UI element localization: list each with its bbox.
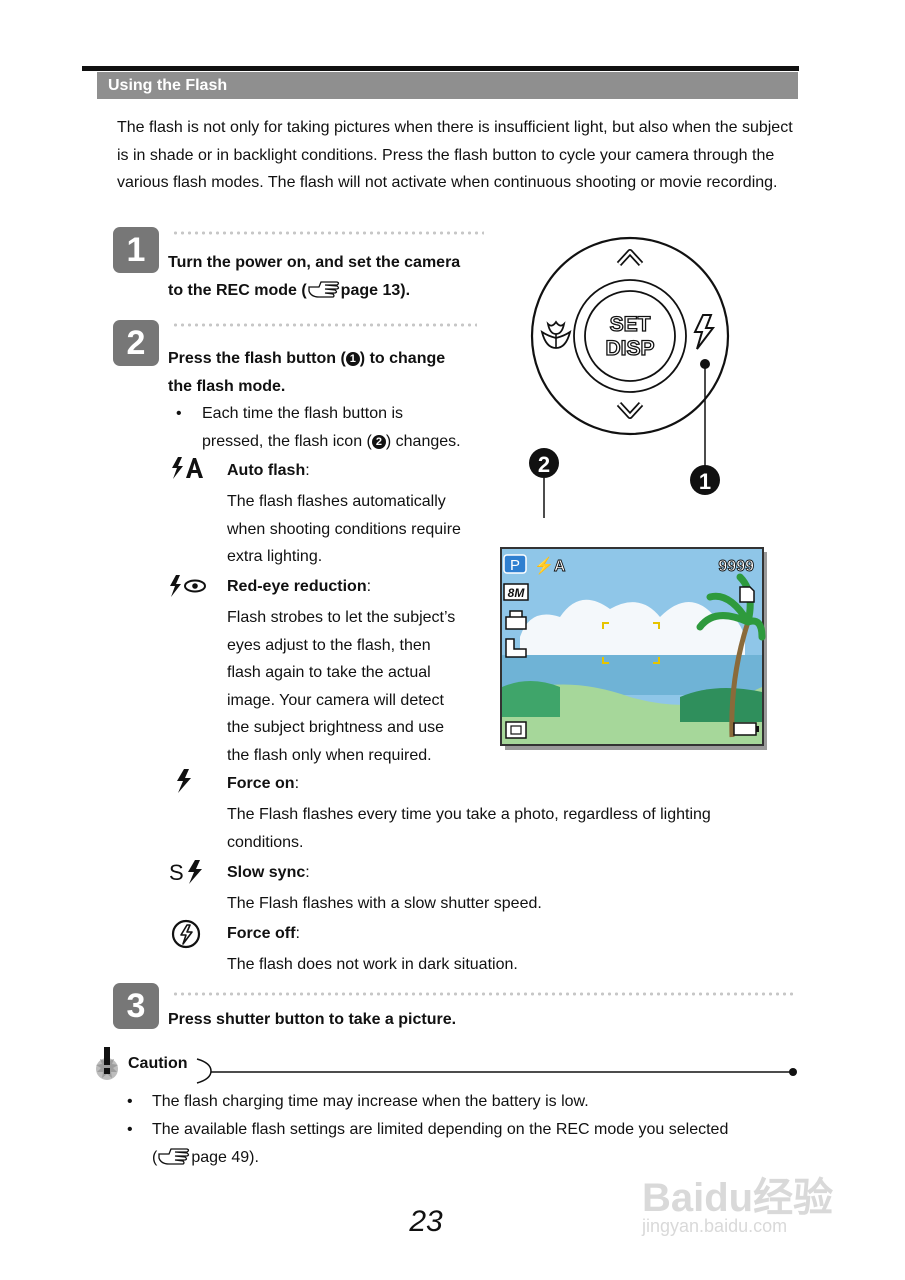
- section-title: Using the Flash: [97, 72, 798, 99]
- mode-slowsync-title: Slow sync:: [227, 864, 310, 881]
- hand-pointer-icon: [158, 1147, 190, 1165]
- lcd-memory-icon: [739, 586, 755, 603]
- mode-forceoff-title: Force off:: [227, 925, 300, 942]
- caution-rule: [196, 1058, 797, 1084]
- step-3-divider: [172, 992, 797, 996]
- red-eye-icon: [170, 575, 206, 597]
- lcd-mode-label: P: [510, 557, 520, 574]
- lcd-focus-icon: [505, 721, 527, 739]
- camera-dial-illustration: SET DISP 1 2: [529, 236, 730, 518]
- lcd-resolution-icon: 8M: [508, 586, 526, 600]
- watermark-logo: Baidu经验: [642, 1176, 834, 1220]
- slow-sync-icon: S: [169, 860, 202, 885]
- mode-auto-title: Auto flash:: [227, 462, 310, 479]
- bullet-dot: •: [176, 405, 182, 422]
- macro-flower-icon: [540, 320, 572, 349]
- mode-forceoff-desc: The flash does not work in dark situatio…: [227, 956, 518, 973]
- dial-flash-icon: [693, 314, 716, 350]
- caution-bullet-2-dot: •: [127, 1121, 133, 1138]
- lcd-shot-count: 9999: [718, 558, 754, 575]
- top-rule: [82, 66, 799, 71]
- auto-flash-icon: [172, 457, 203, 479]
- step-3-text: Press shutter button to take a picture.: [168, 1011, 457, 1028]
- step-2-bullet: Each time the flash button is pressed, t…: [202, 405, 461, 450]
- step-2-number: 2: [113, 320, 159, 366]
- step-1-divider: [172, 231, 484, 235]
- intro-paragraph: The flash is not only for taking picture…: [117, 119, 793, 191]
- step-3-number: 3: [113, 983, 159, 1029]
- watermark-url: jingyan.baidu.com: [642, 1216, 788, 1236]
- lcd-battery-icon: [733, 722, 757, 736]
- mode-forceon-title: Force on:: [227, 775, 300, 792]
- mode-slowsync-desc: The Flash flashes with a slow shutter sp…: [227, 895, 542, 912]
- force-off-icon: [171, 919, 201, 949]
- lcd-flash-icon: ⚡A: [534, 556, 566, 575]
- svg-text:1: 1: [699, 469, 711, 494]
- callout-2-icon: [529, 448, 559, 478]
- dial-set-label: SET: [610, 313, 651, 336]
- mode-forceon-desc: The Flash flashes every time you take a …: [227, 806, 711, 851]
- page-number: 23: [409, 1205, 443, 1238]
- step-2-text: Press the flash button (1) to change the…: [168, 350, 446, 395]
- callout-1-icon: [690, 465, 720, 495]
- step-1-number: 1: [113, 227, 159, 273]
- caution-bullet-1-dot: •: [127, 1093, 133, 1110]
- caution-item-1: The flash charging time may increase whe…: [152, 1093, 589, 1110]
- lcd-screen-illustration: P ⚡A 9999 8M: [500, 547, 767, 750]
- svg-text:2: 2: [538, 452, 550, 477]
- lcd-metering-icon: [505, 638, 527, 658]
- mode-redeye-title: Red-eye reduction:: [227, 578, 372, 595]
- force-on-icon: [177, 769, 191, 793]
- dial-disp-label: DISP: [605, 337, 654, 360]
- caution-item-2: The available flash settings are limited…: [152, 1121, 729, 1166]
- lcd-quality-icon: [505, 610, 527, 630]
- hand-pointer-icon: [308, 281, 339, 298]
- caution-icon: [96, 1047, 118, 1080]
- caution-title: Caution: [128, 1055, 188, 1072]
- step-1-text: Turn the power on, and set the camera to…: [168, 254, 461, 299]
- step-2-divider: [172, 323, 477, 327]
- svg-text:S: S: [169, 860, 184, 885]
